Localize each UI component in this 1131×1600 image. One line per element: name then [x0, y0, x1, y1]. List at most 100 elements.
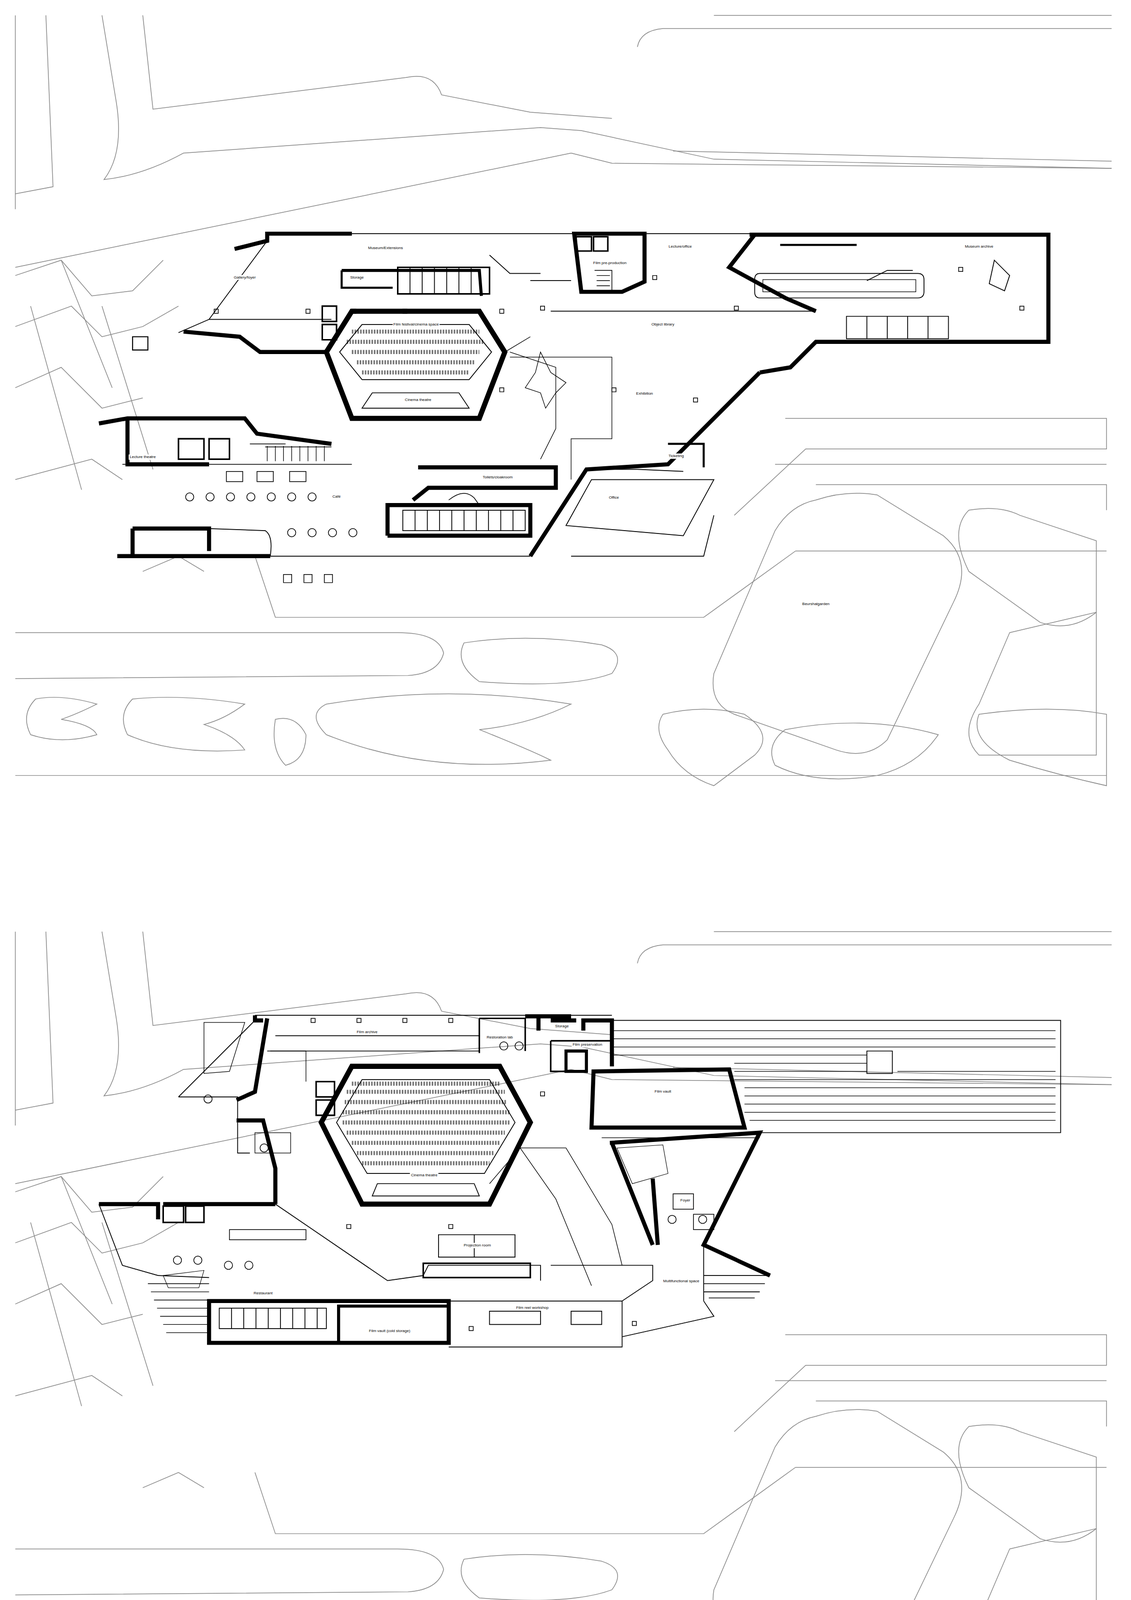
plan-linework: [267, 1035, 480, 1051]
plan-linework: [226, 471, 307, 482]
plan-linework: [173, 1017, 707, 1331]
plan-linework: [15, 931, 1112, 1600]
plan-linework: [236, 1017, 267, 1100]
plan-linework: [310, 1017, 637, 1331]
plan-linework: [283, 574, 333, 583]
plan-linework: [410, 267, 472, 294]
plan-linework: [204, 1022, 245, 1073]
plan-linework: [448, 1300, 623, 1347]
plan-linework: [162, 1205, 204, 1223]
plan-linework: [132, 336, 148, 350]
plan-linework: [397, 267, 490, 294]
plan-linework: [341, 270, 482, 296]
plan-linework: [185, 267, 1025, 583]
plan-linework: [362, 392, 470, 409]
room-label: Exhibition: [635, 391, 655, 397]
room-label: Film archive: [355, 1029, 379, 1035]
plan-linework: [749, 234, 1049, 236]
plan-linework: [489, 1310, 602, 1324]
plan-linework: [208, 240, 267, 320]
plan-linework: [275, 1203, 541, 1280]
room-label: Multifunctional space: [662, 1278, 701, 1284]
room-label: Projection room: [462, 1242, 492, 1249]
plan-linework: [214, 267, 1025, 402]
plan-linework: [99, 1203, 159, 1276]
plan-linework: [779, 243, 857, 246]
plan-linework: [178, 319, 332, 333]
plan-linework: [499, 1041, 707, 1224]
plan-linework: [341, 270, 393, 288]
room-label: Cinema theatre: [403, 396, 433, 403]
room-label: Gallery/foyer: [232, 274, 257, 280]
plan-linework: [342, 1083, 511, 1163]
plan-linework: [846, 316, 949, 339]
plan-linework: [173, 1094, 269, 1270]
plan-linework: [178, 438, 230, 459]
plan-linework: [586, 469, 684, 471]
plan-linework: [754, 273, 925, 298]
plan-linework: [270, 1050, 307, 1082]
plan-linework: [616, 1144, 668, 1184]
plan-linework: [346, 331, 485, 373]
room-label: Storage: [349, 274, 365, 280]
plan-linework: [132, 528, 209, 557]
plan-linework: [609, 1132, 770, 1276]
plan-linework: [267, 445, 325, 462]
plan-linework: [448, 493, 480, 505]
plan-linework: [571, 514, 714, 556]
plan-linework: [591, 1069, 745, 1128]
plan-linework: [510, 356, 613, 480]
plan-linework: [576, 236, 608, 251]
plan-linework: [219, 1307, 326, 1329]
room-label: Toilets/cloakroom: [481, 474, 514, 481]
plan-linework: [316, 1081, 335, 1116]
plan-linework: [763, 279, 916, 292]
plan-linework: [489, 254, 572, 281]
plan-linework: [423, 1263, 530, 1278]
plan-linework: [237, 1122, 250, 1153]
plan-linework: [147, 1283, 210, 1333]
plan-linework: [229, 1229, 307, 1240]
plan-linework: [673, 1193, 714, 1230]
plan-linework: [729, 234, 816, 311]
room-label: Ticketing: [667, 453, 685, 459]
plan-linework: [525, 1015, 576, 1031]
room-label: Storage: [554, 1023, 570, 1029]
plan-linework: [622, 1244, 715, 1337]
plan-linework: [178, 1020, 255, 1121]
room-label: Museum/Extensions: [367, 245, 404, 251]
plan-linework: [122, 463, 353, 465]
plan-linework: [438, 1234, 515, 1257]
room-label: Film vault (cold storage): [367, 1328, 412, 1334]
plan-linework: [866, 270, 913, 281]
room-label: Museum archive: [963, 244, 995, 250]
plan-linework: [749, 234, 1049, 373]
room-label: Lecture theatre: [128, 454, 157, 460]
plan-linework: [611, 1142, 658, 1245]
plan-linework: [185, 492, 317, 501]
room-label: Film pre-production: [592, 260, 628, 266]
plan-linework: [866, 1050, 893, 1073]
plan-linework: [594, 270, 613, 291]
plan-linework: [402, 510, 526, 531]
room-label: Film reel workshop: [514, 1304, 550, 1310]
plan-linework: [525, 352, 566, 409]
plan-linework: [234, 233, 353, 250]
plan-linework: [550, 310, 816, 312]
plan-linework: [158, 1275, 209, 1278]
plan-linework: [611, 1020, 1061, 1133]
plan-linework: [208, 528, 271, 557]
plan-linework: [99, 1014, 1061, 1347]
plan-linework: [208, 1300, 449, 1343]
room-label: Object library: [650, 321, 676, 327]
plan-linework: [99, 233, 1049, 557]
plan-linework: [127, 418, 210, 465]
plan-linework: [321, 1066, 530, 1205]
room-label: Restaurant: [252, 1290, 274, 1296]
plan-linework: [372, 1183, 480, 1196]
plan-linework: [667, 443, 704, 468]
plan-linework: [15, 15, 1112, 786]
plan-linework: [387, 504, 530, 536]
plan-linework: [162, 1270, 204, 1288]
